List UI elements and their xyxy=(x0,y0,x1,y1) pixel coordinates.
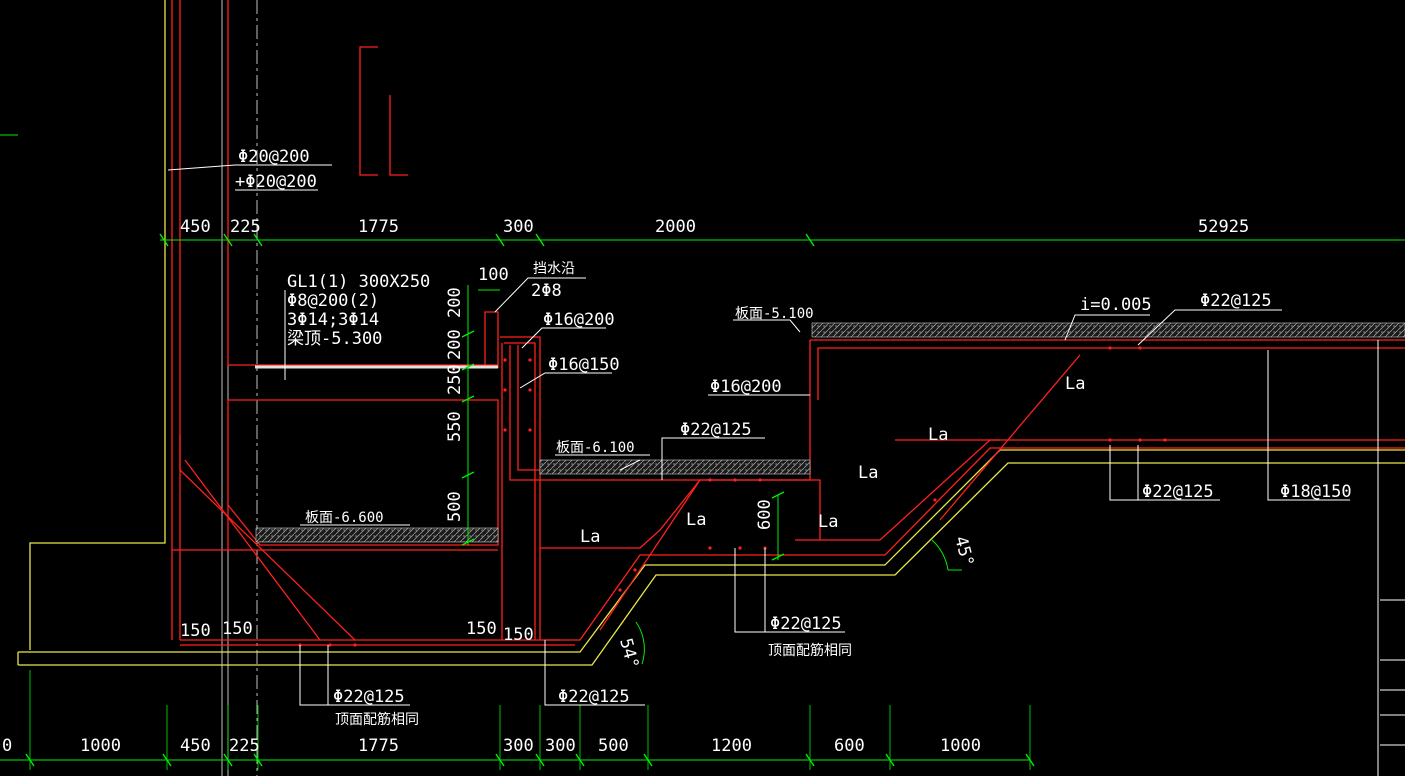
bottom-left-note: 顶面配筋相同 xyxy=(335,711,419,728)
bottom-dim-10: 1000 xyxy=(940,736,981,756)
pit-bars-label: Φ22@125 xyxy=(770,614,842,634)
top-dim-5: 52925 xyxy=(1198,217,1249,237)
bottom-dim-0: 0 xyxy=(2,736,12,756)
upstand-bars-label-2: Φ16@150 xyxy=(548,355,620,375)
vert-dim-3: 550 xyxy=(445,411,465,442)
la-label-5: La xyxy=(818,512,838,532)
elevation-top: 板面-5.100 xyxy=(735,306,814,322)
rebar-labels: Φ20@200 +Φ20@200 GL1(1) 300X250 Φ8@200(2… xyxy=(235,147,1352,728)
bottom-dimension-text: 0 1000 450 225 1775 300 300 500 1200 600… xyxy=(2,736,981,756)
vert-dim-4: 500 xyxy=(445,491,465,522)
bottom-dim-8: 1200 xyxy=(711,736,752,756)
dimension-lines xyxy=(0,134,1405,761)
la-label-1: La xyxy=(1065,374,1085,394)
beam-label-1: GL1(1) 300X250 xyxy=(287,272,430,292)
elevation-middle: 板面-6.100 xyxy=(556,440,635,456)
water-stop-bars-label: 2Φ8 xyxy=(531,281,562,301)
beam-label-2: Φ8@200(2) xyxy=(287,291,379,311)
top-dim-2: 1775 xyxy=(358,217,399,237)
cover-dim-1: 150 xyxy=(180,621,211,641)
pit-depth-dim: 600 xyxy=(755,499,775,530)
elevation-bottom: 板面-6.600 xyxy=(305,510,384,526)
la-label-3: La xyxy=(858,463,878,483)
bottom-dim-5: 300 xyxy=(503,736,534,756)
misc-dimension-text: 100 150 150 150 150 xyxy=(180,265,534,645)
vert-dim-0: 200 xyxy=(445,287,465,318)
mid-slab-bars-label: Φ22@125 xyxy=(680,420,752,440)
rebar-dots xyxy=(298,346,1167,647)
vertical-dimension-text: 200 200 250 550 500 600 xyxy=(445,287,775,530)
top-dim-0: 450 xyxy=(180,217,211,237)
right-stirrups-label: Φ18@150 xyxy=(1280,482,1352,502)
right-bottom-bars-label: Φ22@125 xyxy=(1142,482,1214,502)
bottom-dim-2: 450 xyxy=(180,736,211,756)
water-stop-width-dim: 100 xyxy=(478,265,509,285)
bottom-dim-3: 225 xyxy=(229,736,260,756)
top-dimension-text: 450 225 1775 300 2000 52925 xyxy=(180,217,1249,237)
top-dim-ticks xyxy=(159,233,815,247)
wall-vertical-label-1: Φ20@200 xyxy=(238,147,310,167)
cover-dim-4: 150 xyxy=(503,625,534,645)
axis-lines xyxy=(221,0,258,776)
leader-lines xyxy=(167,164,1350,706)
top-slab-bars-label: Φ22@125 xyxy=(1200,291,1272,311)
bottom-dim-1: 1000 xyxy=(80,736,121,756)
slope-label: i=0.005 xyxy=(1080,295,1152,315)
bottom-dim-4: 1775 xyxy=(358,736,399,756)
wall-vertical-label-2: +Φ20@200 xyxy=(235,172,317,192)
water-stop-label: 挡水沿 xyxy=(533,261,575,277)
la-label-2: La xyxy=(928,425,948,445)
la-label-6: La xyxy=(580,527,600,547)
angle-left: 54° xyxy=(615,636,642,671)
top-dim-3: 300 xyxy=(503,217,534,237)
structure-rebar xyxy=(171,0,1405,776)
vertical-dim-ticks xyxy=(461,330,785,561)
angle-right: 45° xyxy=(950,534,977,569)
top-dim-1: 225 xyxy=(230,217,261,237)
upstand-bars-label-1: Φ16@200 xyxy=(543,310,615,330)
beam-label-3: 3Φ14;3Φ14 xyxy=(287,310,379,330)
cover-dim-2: 150 xyxy=(222,619,253,639)
top-dim-4: 2000 xyxy=(655,217,696,237)
la-label-4: La xyxy=(686,510,706,530)
bottom-dim-extensions xyxy=(29,670,1031,770)
bottom-left-bars-label: Φ22@125 xyxy=(333,687,405,707)
cover-dim-3: 150 xyxy=(466,619,497,639)
pit-note: 顶面配筋相同 xyxy=(768,642,852,659)
bottom-dim-9: 600 xyxy=(834,736,865,756)
vert-dim-2: 250 xyxy=(445,364,465,395)
bottom-mid-bars-label: Φ22@125 xyxy=(558,687,630,707)
vert-dim-1: 200 xyxy=(445,329,465,360)
hatched-finishes xyxy=(255,322,1405,543)
elevation-labels: 板面-5.100 板面-6.100 板面-6.600 xyxy=(305,306,814,526)
anchorage-labels: La La La La La La xyxy=(580,374,1085,547)
bottom-dim-6: 300 xyxy=(545,736,576,756)
wall2-bars-label: Φ16@200 xyxy=(710,377,782,397)
beam-label-4: 梁顶-5.300 xyxy=(287,329,382,349)
bottom-dim-7: 500 xyxy=(598,736,629,756)
